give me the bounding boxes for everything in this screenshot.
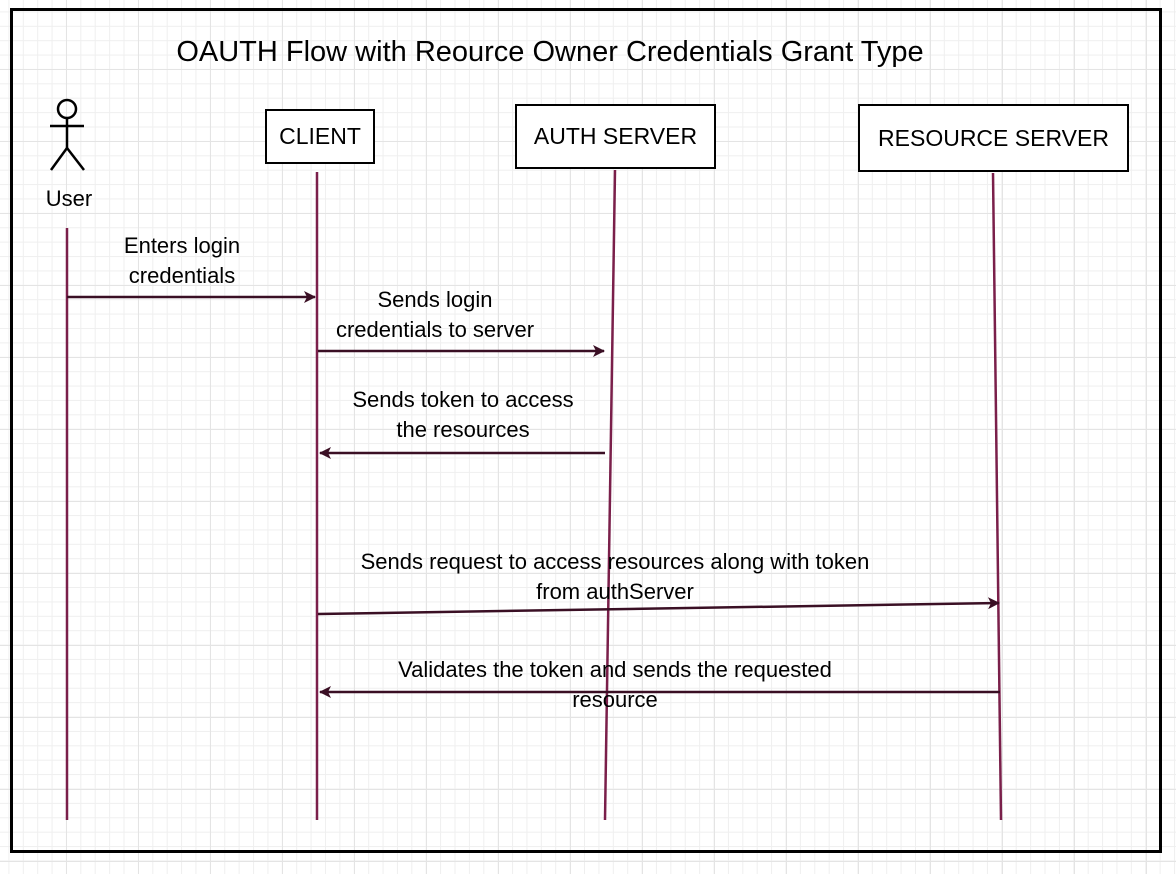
actor-label-user: User (45, 186, 93, 211)
participant-label: AUTH SERVER (533, 123, 698, 149)
diagram-frame (10, 8, 1162, 853)
message-label-1: Enters login credentials (123, 233, 241, 288)
participant-client: CLIENT (265, 109, 375, 164)
participant-label: RESOURCE SERVER (878, 124, 1109, 151)
participant-label: CLIENT (279, 123, 361, 149)
message-label-5: Validates the token and sends the reques… (398, 657, 832, 712)
participant-auth-server: AUTH SERVER (515, 104, 716, 169)
message-arrow-4 (317, 597, 1000, 616)
participant-resource-server: RESOURCE SERVER (858, 104, 1129, 172)
stick-figure-icon (49, 98, 85, 171)
diagram-title: OAUTH Flow with Reource Owner Credential… (176, 36, 924, 68)
lifeline-resource-server (991, 172, 1003, 821)
message-label-2: Sends login credentials to server (335, 287, 535, 342)
message-label-3: Sends token to access the resources (352, 387, 574, 442)
message-label-4: Sends request to access resources along … (360, 549, 870, 604)
lifeline-auth-server (603, 169, 617, 821)
